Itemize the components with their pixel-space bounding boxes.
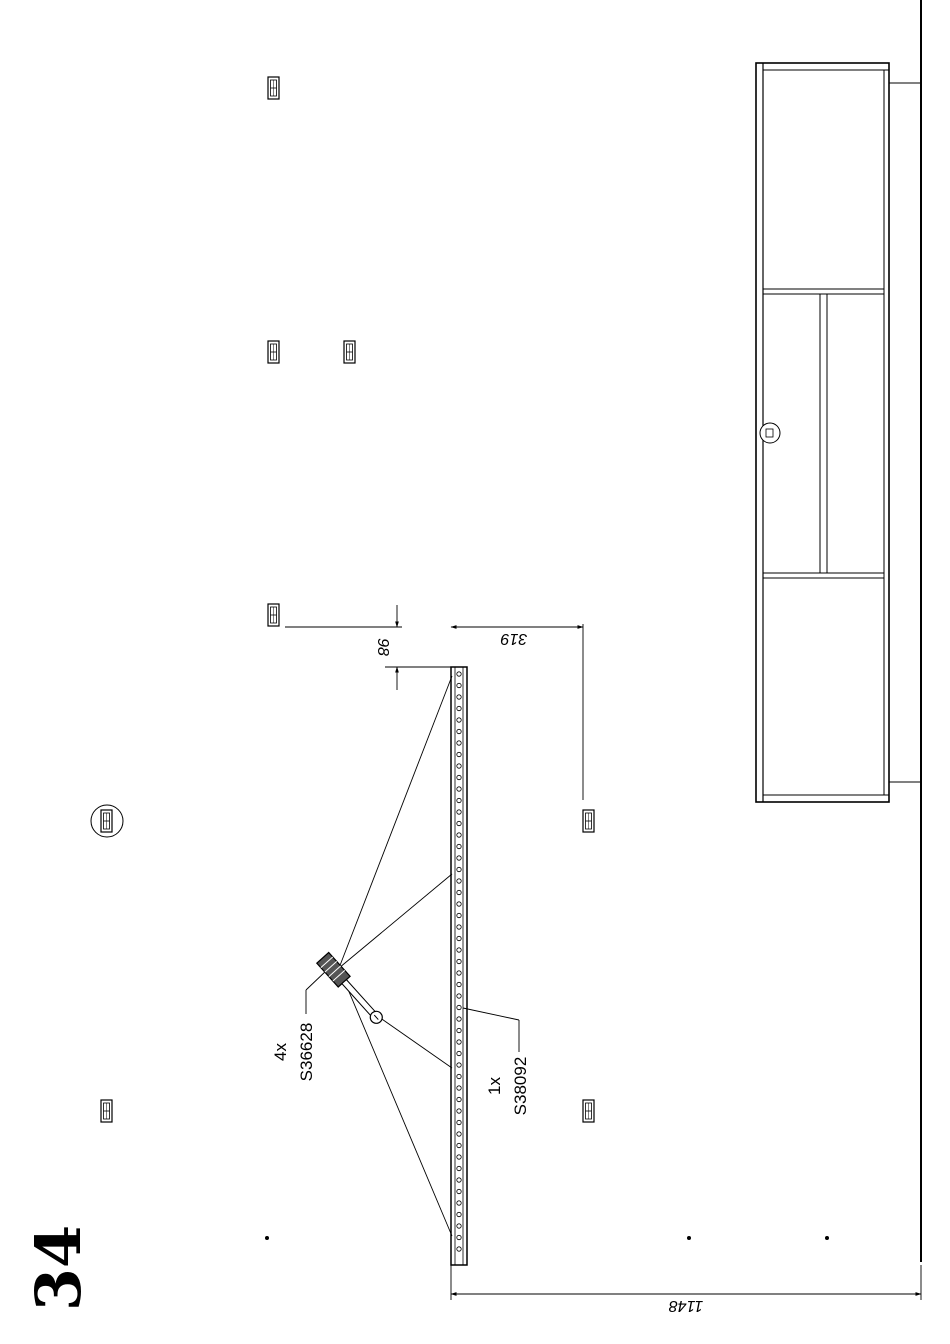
rail-hole [457,1247,461,1251]
rail-hole [457,683,461,687]
step-number: 34 [22,1225,95,1311]
rail-hole [457,821,461,825]
rail-hole [457,1201,461,1205]
rail-hole [457,1166,461,1170]
rail-hole [457,890,461,894]
rail-hole [457,879,461,883]
rail-hole [457,1051,461,1055]
dimension-98-label: 98 [374,638,391,656]
cabinet [756,63,921,802]
rail-hole [457,810,461,814]
part-code-screw: S36628 [297,1023,316,1082]
rail-hole [457,856,461,860]
rail-hole [457,1235,461,1239]
part-qty-rail: 1x [485,1077,504,1095]
rail-hole [457,1132,461,1136]
rail-hole [457,925,461,929]
rail-hole [457,1178,461,1182]
rail-hole [457,764,461,768]
part-code-rail: S38092 [511,1057,530,1116]
rail-hole [457,936,461,940]
dimension-319 [451,624,583,800]
rail-hole [457,741,461,745]
rail-hole [457,1063,461,1067]
rail-hole [457,1120,461,1124]
rail-hole [457,1155,461,1159]
rail-hole [457,729,461,733]
dimension-319-label: 319 [501,630,528,647]
dimension-98 [285,605,451,690]
rail-hole [457,1189,461,1193]
rail-hole [457,971,461,975]
rail-hole [457,1005,461,1009]
mounting-rail [451,667,467,1265]
rail-hole [457,1086,461,1090]
lock-icon [760,423,780,443]
rail-hole [457,695,461,699]
rail-hole [457,1224,461,1228]
dimension-1148-label: 1148 [669,1297,704,1314]
rail-hole [457,1109,461,1113]
marker-dots [265,1236,829,1240]
rail-hole [457,787,461,791]
rail-hole [457,913,461,917]
part-qty-screw: 4x [271,1043,290,1061]
rail-hole [457,752,461,756]
rail-hole [457,959,461,963]
rail-hole [457,718,461,722]
rail-hole [457,672,461,676]
rail-hole [457,1028,461,1032]
rail-hole [457,982,461,986]
rail-hole [457,994,461,998]
rail-hole [457,1074,461,1078]
rail-hole [457,798,461,802]
rail-hole [457,1212,461,1216]
rail-hole [457,833,461,837]
rail-hole [457,1040,461,1044]
rail-hole [457,1017,461,1021]
screw-dowel-icon [317,953,386,1028]
rail-hole [457,867,461,871]
dimension-1148 [451,1265,921,1300]
rail-hole [457,844,461,848]
rail-hole [457,902,461,906]
rail-hole [457,948,461,952]
screw-leader-lines [306,676,519,1236]
rail-hole [457,775,461,779]
rail-hole [457,1143,461,1147]
rail-hole [457,706,461,710]
rail-hole [457,1097,461,1101]
